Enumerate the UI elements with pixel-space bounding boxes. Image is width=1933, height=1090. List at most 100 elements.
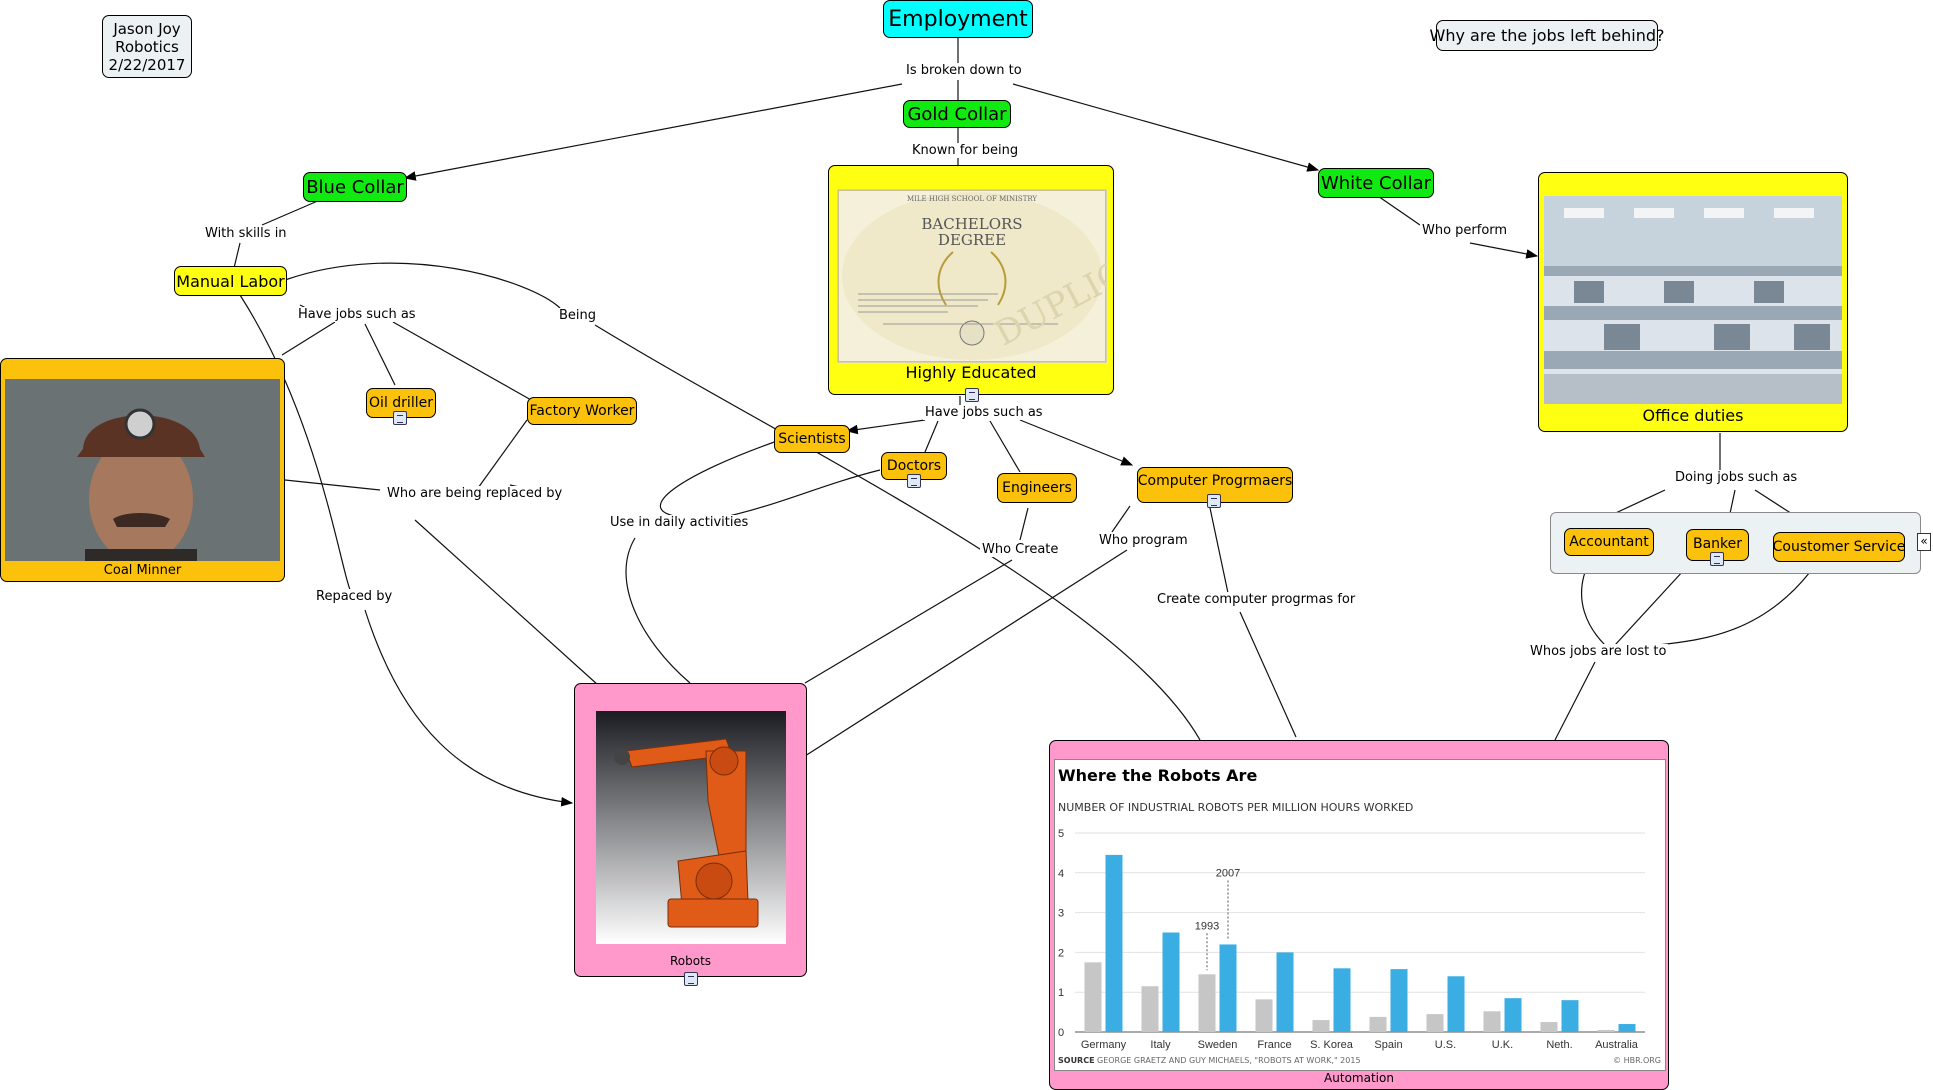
link-label-whos-jobs-are-lost-to: Whos jobs are lost to xyxy=(1528,644,1669,659)
accountant-label: Accountant xyxy=(1569,534,1649,550)
concept-manual-labor[interactable]: Manual Labor xyxy=(174,266,287,296)
concept-employment[interactable]: Employment xyxy=(883,0,1033,38)
document-icon[interactable] xyxy=(907,474,921,488)
bar-1993-Italy xyxy=(1141,986,1159,1032)
diploma-image: MILE HIGH SCHOOL OF MINISTRY BACHELORS D… xyxy=(837,189,1107,363)
concept-robots[interactable]: Robots xyxy=(574,683,807,977)
link-label-doing-jobs-such-as: Doing jobs such as xyxy=(1673,470,1800,485)
chart-credit: © HBR.ORG xyxy=(1613,1056,1661,1065)
link-label-is-broken-down-to: Is broken down to xyxy=(904,63,1024,78)
bar-2007-Australia xyxy=(1618,1024,1636,1032)
bar-1993-France xyxy=(1255,999,1273,1032)
bar-2007-Germany xyxy=(1105,854,1123,1032)
engineers-label: Engineers xyxy=(1002,480,1072,496)
bar-1993-Spain xyxy=(1369,1016,1387,1032)
y-tick-label: 1 xyxy=(1058,987,1064,999)
concept-factory-worker[interactable]: Factory Worker xyxy=(527,397,637,425)
bar-2007-U.K. xyxy=(1504,998,1522,1032)
link-label-create-computer-programs-for: Create computer progrmas for xyxy=(1155,592,1358,607)
doctors-label: Doctors xyxy=(886,458,942,474)
annotation-label: 2007 xyxy=(1216,867,1240,879)
link-label-with-skills-in: With skills in xyxy=(203,226,289,241)
bar-1993-Germany xyxy=(1084,962,1102,1032)
x-tick-label: Sweden xyxy=(1198,1039,1238,1051)
automation-label: Automation xyxy=(1324,1071,1394,1085)
office-image xyxy=(1544,196,1842,404)
white-collar-label: White Collar xyxy=(1320,172,1432,194)
robots-label: Robots xyxy=(669,954,712,968)
document-icon[interactable] xyxy=(684,972,698,986)
robot-density-chart: Where the Robots Are NUMBER OF INDUSTRIA… xyxy=(1054,759,1666,1071)
author-subject: Robotics xyxy=(115,37,179,56)
bar-2007-Sweden xyxy=(1219,944,1237,1032)
concept-accountant[interactable]: Accountant xyxy=(1564,528,1654,556)
annotation-label: 1993 xyxy=(1195,920,1219,932)
concept-white-collar[interactable]: White Collar xyxy=(1318,168,1434,198)
scientists-label: Scientists xyxy=(778,431,846,447)
concept-office-duties[interactable]: Office duties xyxy=(1538,172,1848,432)
customer-service-label: Coustomer Service xyxy=(1772,539,1906,555)
document-icon[interactable] xyxy=(1710,552,1724,566)
bar-1993-U.S. xyxy=(1426,1014,1444,1032)
x-tick-label: Italy xyxy=(1150,1039,1171,1051)
link-label-who-perform: Who perform xyxy=(1420,223,1510,238)
concept-scientists[interactable]: Scientists xyxy=(774,425,850,453)
coal-miner-photo xyxy=(5,379,280,561)
chart-subtitle: NUMBER OF INDUSTRIAL ROBOTS PER MILLION … xyxy=(1058,801,1414,814)
author-note[interactable]: Jason Joy Robotics 2/22/2017 xyxy=(102,15,192,78)
bar-2007-S. Korea xyxy=(1333,968,1351,1032)
author-date: 2/22/2017 xyxy=(108,55,186,74)
bar-2007-Italy xyxy=(1162,932,1180,1032)
concept-engineers[interactable]: Engineers xyxy=(997,473,1077,503)
coal-minner-label: Coal Minner xyxy=(103,563,182,578)
bar-2007-U.S. xyxy=(1447,976,1465,1032)
x-tick-label: S. Korea xyxy=(1310,1039,1354,1051)
concept-automation[interactable]: Where the Robots Are NUMBER OF INDUSTRIA… xyxy=(1049,740,1669,1090)
office-jobs-group[interactable]: Accountant Banker Coustomer Service xyxy=(1550,512,1921,574)
document-icon[interactable] xyxy=(1207,494,1221,508)
concept-blue-collar[interactable]: Blue Collar xyxy=(303,172,407,202)
question-note[interactable]: Why are the jobs left behind? xyxy=(1430,20,1665,51)
x-tick-label: Australia xyxy=(1595,1039,1639,1051)
concept-oil-driller[interactable]: Oil driller xyxy=(366,388,436,418)
link-label-known-for-being: Known for being xyxy=(910,143,1021,158)
link-label-use-in-daily-activities: Use in daily activities xyxy=(608,515,751,530)
document-icon[interactable] xyxy=(965,388,979,402)
author-name: Jason Joy xyxy=(113,19,181,38)
diploma-title: BACHELORS DEGREE xyxy=(921,215,1023,249)
concept-highly-educated[interactable]: MILE HIGH SCHOOL OF MINISTRY BACHELORS D… xyxy=(828,165,1114,395)
office-duties-label: Office duties xyxy=(1642,406,1744,425)
banker-label: Banker xyxy=(1692,536,1743,552)
document-icon[interactable] xyxy=(393,411,407,425)
x-tick-label: Spain xyxy=(1374,1039,1402,1051)
concept-gold-collar[interactable]: Gold Collar xyxy=(903,100,1011,128)
collapse-icon[interactable]: « xyxy=(1917,533,1931,551)
bar-1993-U.K. xyxy=(1483,1011,1501,1032)
link-label-who-program: Who program xyxy=(1097,533,1190,548)
link-label-have-jobs-such-as-educated: Have jobs such as xyxy=(923,405,1045,420)
x-tick-label: U.S. xyxy=(1435,1039,1456,1051)
bar-1993-Sweden xyxy=(1198,974,1216,1032)
y-tick-label: 4 xyxy=(1058,868,1064,880)
y-tick-label: 5 xyxy=(1058,828,1064,840)
factory-worker-label: Factory Worker xyxy=(529,403,635,419)
y-tick-label: 0 xyxy=(1058,1027,1064,1039)
bar-2007-France xyxy=(1276,952,1294,1032)
concept-customer-service[interactable]: Coustomer Service xyxy=(1773,532,1905,562)
link-label-who-create: Who Create xyxy=(980,542,1061,557)
bar-1993-Australia xyxy=(1597,1030,1615,1032)
link-label-being: Being xyxy=(557,308,599,323)
link-label-repaced-by: Repaced by xyxy=(314,589,395,604)
bar-2007-Spain xyxy=(1390,969,1408,1032)
concept-coal-minner[interactable]: Coal Minner xyxy=(0,358,285,582)
y-tick-label: 3 xyxy=(1058,908,1064,920)
y-tick-label: 2 xyxy=(1058,947,1064,959)
computer-programmers-label: Computer Progrmaers xyxy=(1137,473,1293,489)
bar-1993-Neth. xyxy=(1540,1022,1558,1032)
chart-title: Where the Robots Are xyxy=(1058,766,1258,785)
manual-labor-label: Manual Labor xyxy=(176,271,285,291)
link-label-have-jobs-such-as-manual: Have jobs such as xyxy=(296,307,418,322)
x-tick-label: France xyxy=(1257,1039,1291,1051)
bar-1993-S. Korea xyxy=(1312,1020,1330,1032)
